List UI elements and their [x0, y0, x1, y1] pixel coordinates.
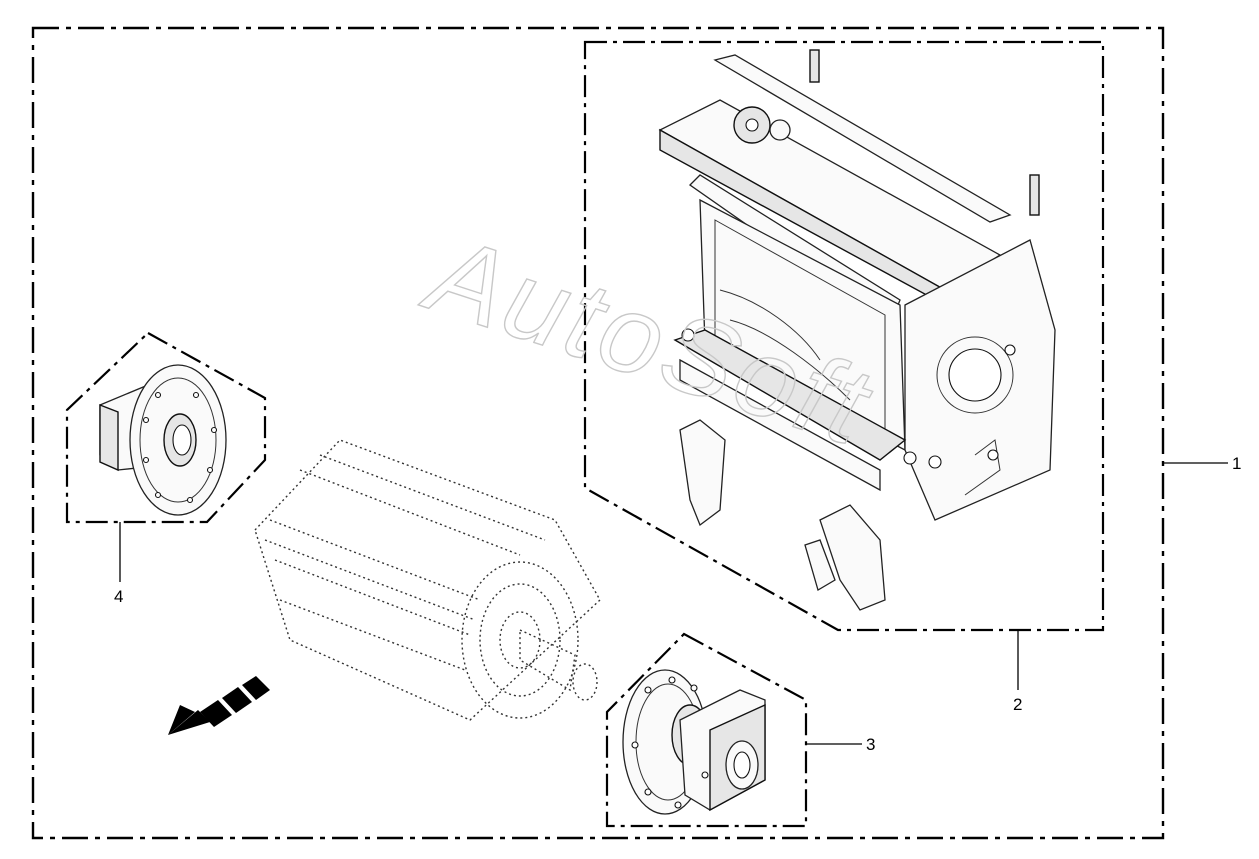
- callout-2: 2: [1013, 695, 1022, 714]
- right-flange-group-frame: [605, 632, 808, 828]
- callout-4: 4: [114, 587, 123, 606]
- callout-1: 1: [1232, 454, 1241, 473]
- rotor-illustration: [254, 439, 601, 721]
- rotor-housing-frame-illustration: [658, 49, 1056, 611]
- left-flange-group-frame: [65, 331, 267, 524]
- callout-3: 3: [866, 735, 875, 754]
- left-bearing-flange-illustration: [99, 364, 227, 516]
- kit-outer-frame: [31, 26, 1165, 840]
- direction-arrow-icon: [168, 676, 270, 735]
- housing-group-frame: [583, 40, 1105, 632]
- right-bearing-flange-illustration: [622, 669, 766, 815]
